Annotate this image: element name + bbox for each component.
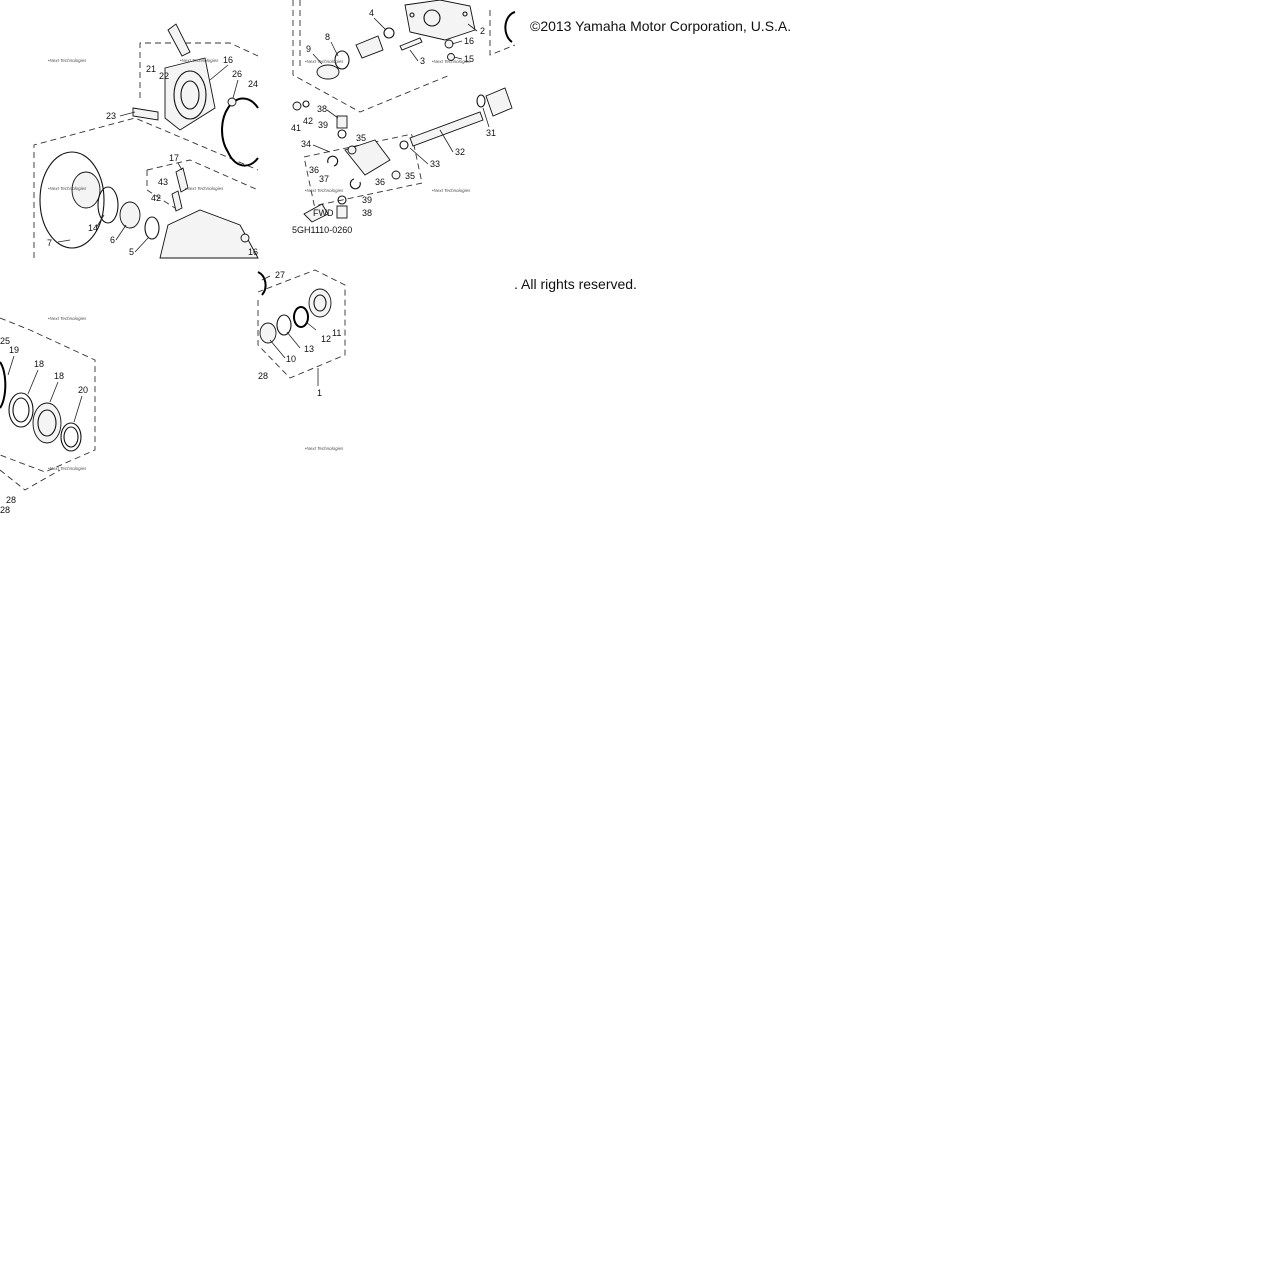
copyright-notice: ©2013 Yamaha Motor Corporation, U.S.A. xyxy=(530,18,792,34)
callout-35-top: 35 xyxy=(356,133,366,143)
callout-37: 37 xyxy=(319,174,329,184)
callout-20: 18 xyxy=(54,371,64,381)
callout-12: 12 xyxy=(321,334,331,344)
callout-35-right: 35 xyxy=(405,171,415,181)
callout-5: 5 xyxy=(129,247,134,257)
callout-6: 6 xyxy=(110,235,115,245)
rights-notice: . All rights reserved. xyxy=(514,276,637,292)
callout-30: 28 xyxy=(258,371,268,381)
callout-22: 20 xyxy=(78,385,88,395)
callout-19: 18 xyxy=(34,359,44,369)
callout-8: 8 xyxy=(325,32,330,42)
callout-26-top: 24 xyxy=(248,79,258,89)
callout-28-b: 28 xyxy=(0,505,10,515)
stamp: •Next Technologies xyxy=(48,316,87,321)
callout-38-bottom: 38 xyxy=(362,208,372,218)
callout-25: 23 xyxy=(106,111,116,121)
callout-2: 2 xyxy=(480,26,485,36)
stamp: •Next Technologies xyxy=(48,466,87,471)
callout-36-left: 36 xyxy=(309,165,319,175)
callout-39-top: 39 xyxy=(318,120,328,130)
callout-42: 42 xyxy=(151,193,161,203)
callout-26-bottom: 25 xyxy=(0,336,10,346)
callout-28: 28 xyxy=(6,495,16,505)
panel-top-center: FWD 4 8 9 2 16 15 3 38 42 41 39 35 34 36… xyxy=(291,0,516,235)
stamp: •Next Technologies xyxy=(180,58,219,63)
callout-17: 17 xyxy=(169,153,179,163)
stamp: •Next Technologies xyxy=(48,186,87,191)
fwd-tag: FWD xyxy=(313,208,334,218)
callout-31: 31 xyxy=(486,128,496,138)
callout-34: 34 xyxy=(301,139,311,149)
callout-1: 1 xyxy=(317,388,322,398)
panel-bottom-left: 25 19 18 18 20 28 28 •Next Technologies … xyxy=(0,316,96,515)
stamp: •Next Technologies xyxy=(185,186,224,191)
stamp: •Next Technologies xyxy=(48,58,87,63)
callout-16: 16 xyxy=(464,36,474,46)
stamp: •Next Technologies xyxy=(305,446,344,451)
callout-40: 41 xyxy=(291,123,301,133)
callout-21: 19 xyxy=(9,345,19,355)
stamp: •Next Technologies xyxy=(432,188,471,193)
diagram-code: 5GH1110-0260 xyxy=(292,225,352,235)
callout-38-top: 38 xyxy=(317,104,327,114)
callout-9: 9 xyxy=(306,44,311,54)
callout-32: 32 xyxy=(455,147,465,157)
callout-4: 4 xyxy=(369,8,374,18)
callout-23: 21 xyxy=(146,64,156,74)
callout-15: 15 xyxy=(464,54,474,64)
callout-13: 13 xyxy=(304,344,314,354)
callout-3: 3 xyxy=(420,56,425,66)
stamp: •Next Technologies xyxy=(305,188,344,193)
callout-11: 11 xyxy=(332,328,341,338)
callout-36-right: 36 xyxy=(375,177,385,187)
callout-7: 7 xyxy=(47,238,52,248)
callout-10: 10 xyxy=(286,354,296,364)
callout-29: 27 xyxy=(275,270,285,280)
callout-43: 43 xyxy=(158,177,168,187)
callout-39-bottom: 39 xyxy=(362,195,372,205)
stamp: •Next Technologies xyxy=(432,59,471,64)
callout-18: 16 xyxy=(223,55,233,65)
callout-24: 22 xyxy=(159,71,169,81)
stamp: •Next Technologies xyxy=(305,59,344,64)
callout-16-left: 16 xyxy=(248,247,258,257)
panel-left-housing: 21 22 16 26 24 23 17 43 42 14 6 7 5 16 •… xyxy=(33,23,259,259)
callout-27: 26 xyxy=(232,69,242,79)
callout-33: 33 xyxy=(430,159,440,169)
callout-41: 42 xyxy=(303,116,313,126)
callout-14: 14 xyxy=(88,223,98,233)
panel-middle-gears: 27 11 12 13 10 28 1 •Next Technologies xyxy=(257,269,346,451)
